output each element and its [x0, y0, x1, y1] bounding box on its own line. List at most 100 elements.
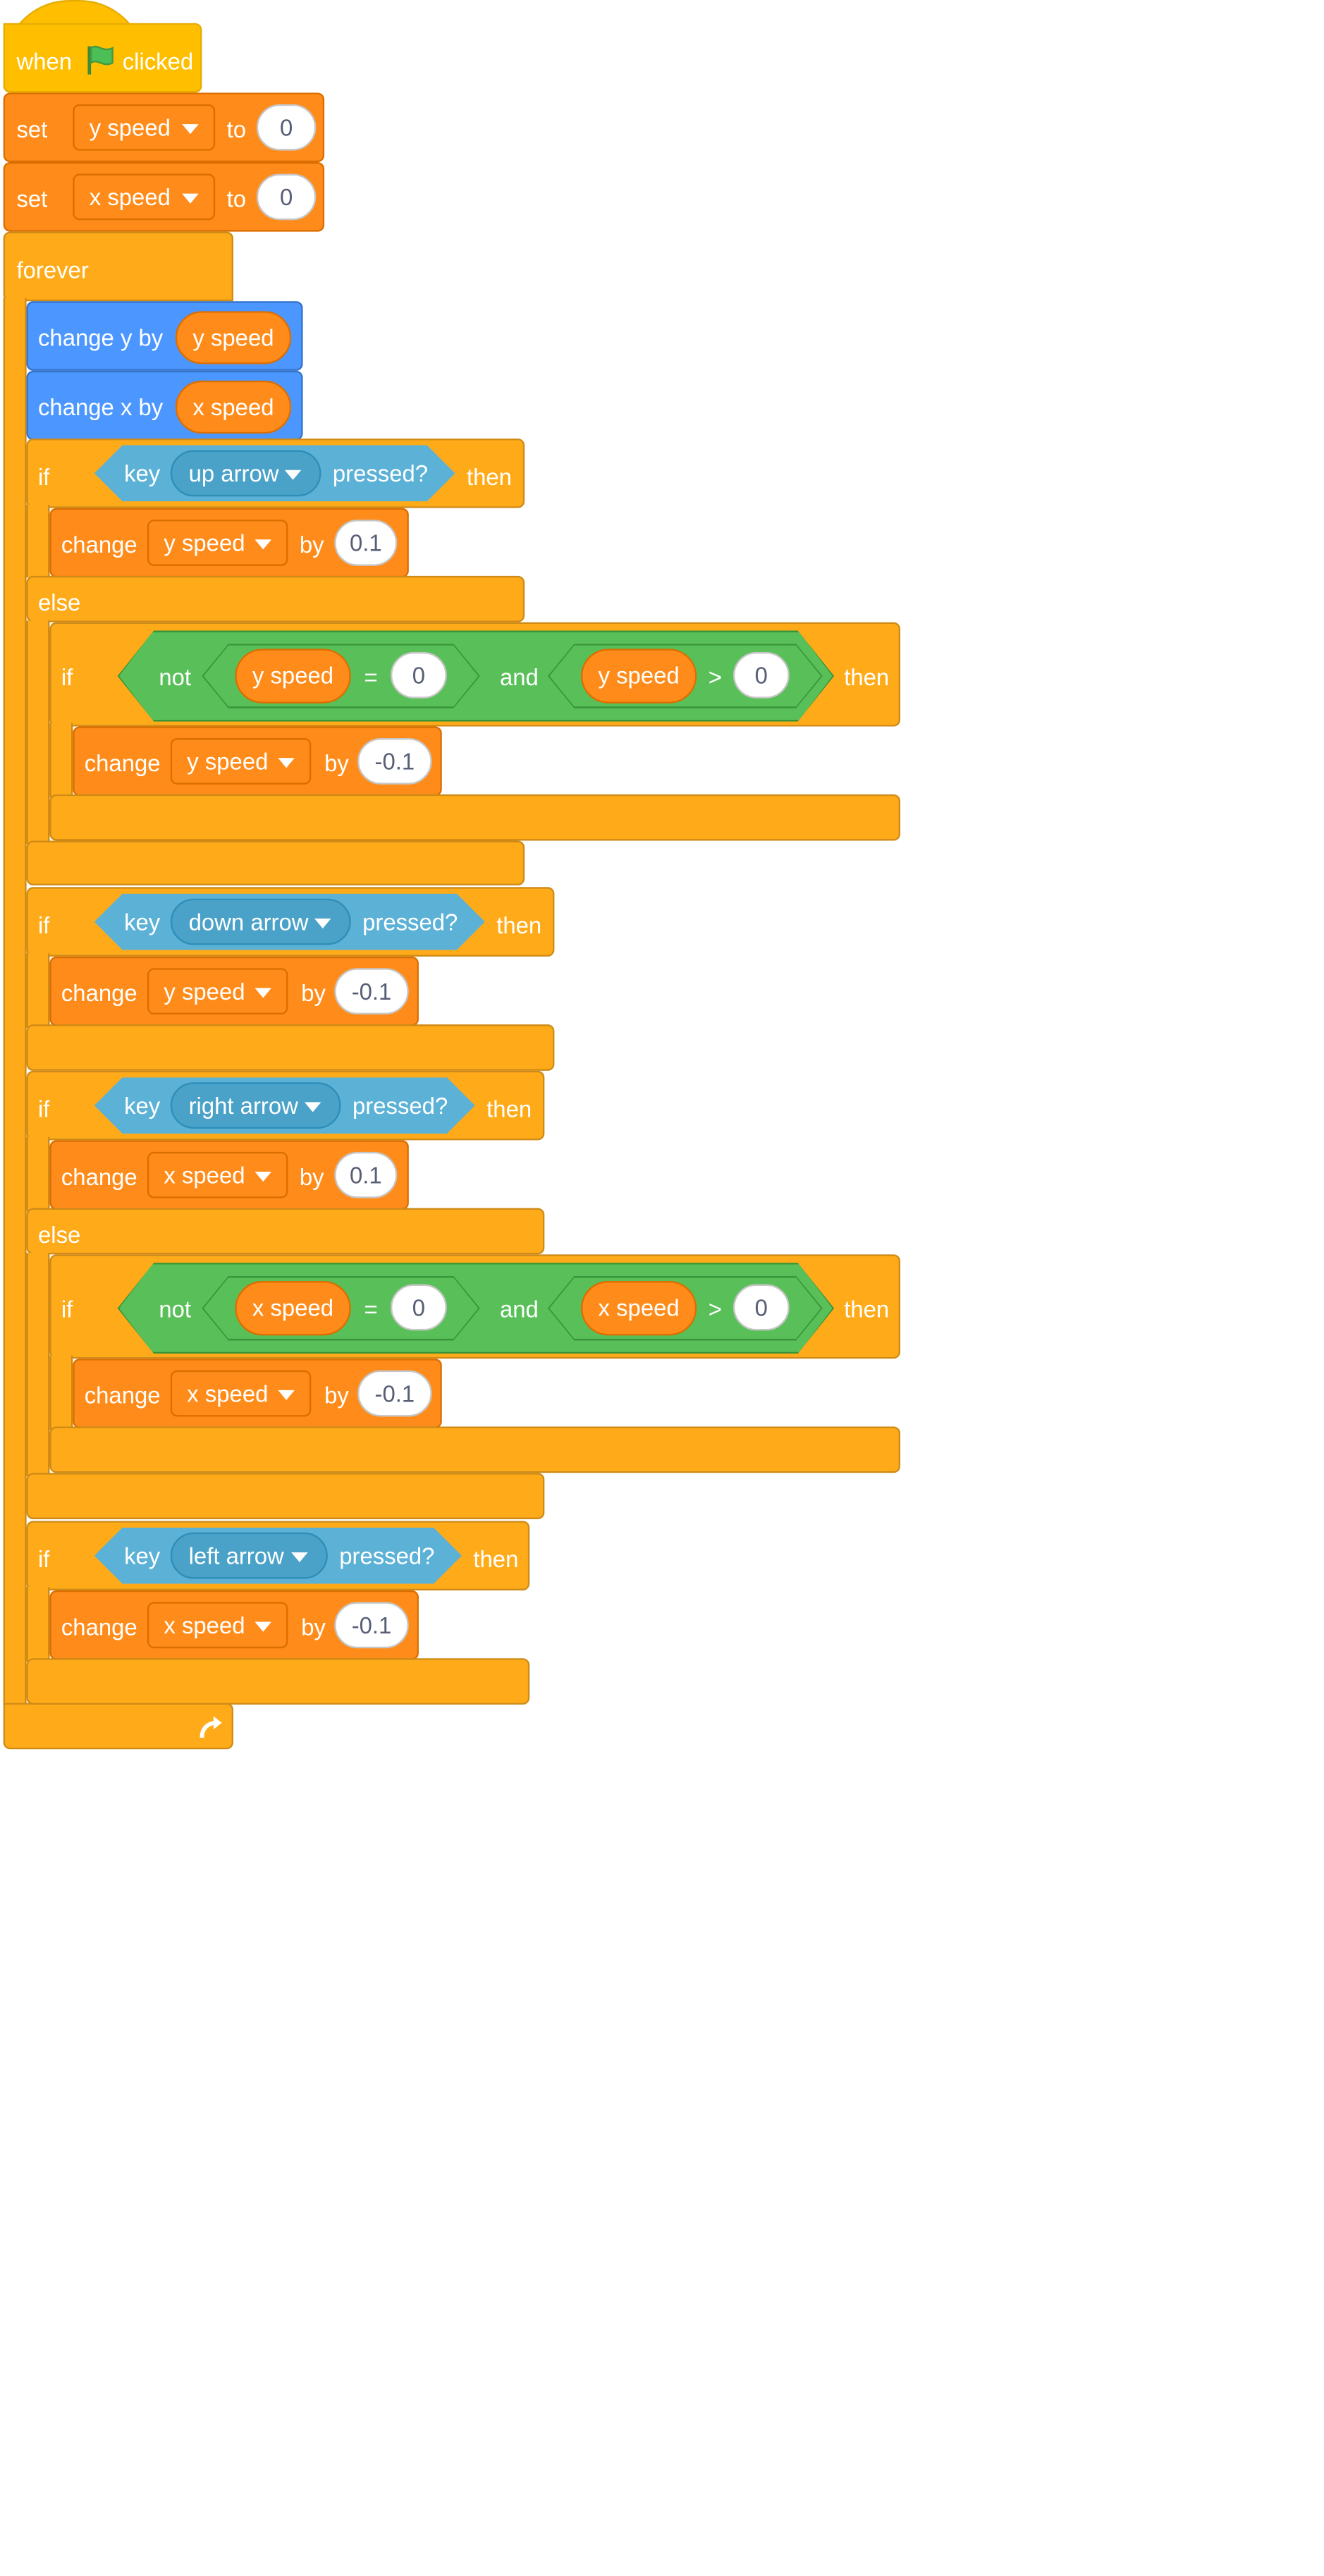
if-label: if [61, 663, 73, 690]
by-label: by [299, 1163, 324, 1190]
value-input[interactable]: 0 [256, 104, 317, 151]
greater-than-operator[interactable]: y speed > 0 [548, 644, 823, 709]
to-label: to [226, 116, 247, 142]
value-input[interactable]: 0 [733, 1284, 790, 1331]
if-label: if [37, 1096, 50, 1122]
value-input[interactable]: -0.1 [334, 1602, 409, 1649]
if-arm [26, 953, 50, 1028]
key-dropdown[interactable]: up arrow [171, 450, 321, 497]
set-variable-block[interactable]: set x speed to 0 [3, 162, 325, 232]
loop-arrow-icon [200, 1716, 222, 1738]
clicked-label: clicked [122, 48, 194, 75]
variable-dropdown[interactable]: y speed [170, 737, 312, 785]
if-block[interactable]: if not y speed = 0 and y speed > 0 then [49, 622, 901, 727]
if-block[interactable]: if key left arrow pressed? then [26, 1521, 530, 1590]
variable-reporter[interactable]: x speed [175, 380, 292, 434]
value-input[interactable]: 0 [733, 652, 790, 699]
equals-label: = [364, 1296, 378, 1323]
value-input[interactable]: -0.1 [357, 1370, 432, 1417]
value-input[interactable]: -0.1 [357, 737, 432, 785]
variable-reporter[interactable]: x speed [235, 1281, 350, 1335]
change-y-block[interactable]: change y by y speed [26, 301, 303, 371]
by-label: by [324, 1382, 349, 1409]
change-variable-block[interactable]: change x speed by -0.1 [49, 1590, 419, 1660]
variable-reporter[interactable]: y speed [235, 649, 350, 703]
key-dropdown[interactable]: down arrow [171, 899, 351, 945]
variable-dropdown[interactable]: x speed [147, 1602, 288, 1649]
if-arm [49, 723, 73, 798]
when-flag-clicked-block[interactable]: when clicked [3, 23, 202, 93]
key-dropdown[interactable]: right arrow [171, 1082, 341, 1129]
and-label: and [499, 1296, 539, 1323]
variable-dropdown[interactable]: y speed [73, 104, 216, 151]
key-pressed-condition[interactable]: key down arrow pressed? [94, 894, 485, 950]
value-input[interactable]: 0 [256, 173, 317, 221]
else-arm [26, 620, 50, 845]
else-arm [26, 1253, 50, 1476]
change-variable-block[interactable]: change y speed by -0.1 [49, 956, 419, 1026]
if-arm [26, 504, 50, 578]
and-operator[interactable]: not x speed = 0 and x speed > 0 [118, 1263, 834, 1354]
to-label: to [226, 185, 247, 212]
equals-label: = [364, 663, 378, 690]
greater-than-operator[interactable]: x speed > 0 [548, 1276, 823, 1341]
and-operator[interactable]: not y speed = 0 and y speed > 0 [118, 630, 834, 721]
value-input[interactable]: 0.1 [334, 1151, 398, 1198]
then-label: then [473, 1545, 519, 1573]
forever-label: forever [16, 256, 89, 283]
variable-dropdown[interactable]: x speed [170, 1370, 312, 1417]
else-label: else [37, 1221, 81, 1249]
value-input[interactable]: 0 [391, 652, 447, 699]
variable-dropdown[interactable]: y speed [147, 968, 288, 1015]
pressed-label: pressed? [353, 1092, 448, 1119]
variable-dropdown[interactable]: y speed [147, 520, 288, 566]
by-label: by [301, 1613, 326, 1640]
if-label: if [37, 463, 50, 490]
value-input[interactable]: 0 [391, 1284, 447, 1331]
if-arm [26, 1587, 50, 1662]
change-y-label: change y by [37, 324, 164, 351]
if-else-block[interactable]: if key up arrow pressed? then [26, 438, 525, 508]
variable-reporter[interactable]: y speed [581, 649, 697, 703]
change-variable-block[interactable]: change x speed by 0.1 [49, 1140, 409, 1210]
if-block[interactable]: if key down arrow pressed? then [26, 887, 555, 957]
if-label: if [37, 912, 50, 939]
else-section: else [26, 575, 525, 622]
equals-operator[interactable]: y speed = 0 [202, 644, 479, 709]
set-label: set [16, 116, 48, 142]
variable-dropdown[interactable]: x speed [73, 173, 216, 221]
key-dropdown[interactable]: left arrow [171, 1533, 328, 1579]
equals-operator[interactable]: x speed = 0 [202, 1276, 479, 1341]
by-label: by [299, 531, 324, 558]
change-label: change [61, 1613, 137, 1640]
value-input[interactable]: 0.1 [334, 520, 398, 566]
pressed-label: pressed? [339, 1542, 435, 1569]
key-pressed-condition[interactable]: key left arrow pressed? [94, 1528, 462, 1584]
change-variable-block[interactable]: change y speed by 0.1 [49, 508, 409, 578]
if-label: if [37, 1545, 50, 1573]
variable-reporter[interactable]: y speed [175, 311, 292, 364]
if-bottom [49, 1426, 901, 1473]
key-pressed-condition[interactable]: key up arrow pressed? [94, 445, 455, 501]
key-label: key [124, 460, 161, 487]
if-arm [26, 1136, 50, 1212]
variable-reporter[interactable]: x speed [581, 1281, 697, 1335]
change-variable-block[interactable]: change x speed by -0.1 [73, 1358, 442, 1428]
change-variable-block[interactable]: change y speed by -0.1 [73, 726, 442, 797]
key-pressed-condition[interactable]: key right arrow pressed? [94, 1077, 475, 1134]
if-else-block[interactable]: if key right arrow pressed? then [26, 1070, 545, 1141]
forever-arm [3, 298, 27, 1705]
change-label: change [61, 979, 137, 1007]
else-label: else [37, 589, 81, 616]
key-label: key [124, 1542, 161, 1569]
value-input[interactable]: -0.1 [334, 968, 409, 1015]
forever-block[interactable]: forever [3, 231, 233, 302]
change-x-block[interactable]: change x by x speed [26, 370, 303, 441]
if-block[interactable]: if not x speed = 0 and x speed > 0 then [49, 1254, 901, 1359]
variable-dropdown[interactable]: x speed [147, 1151, 288, 1198]
greater-than-label: > [708, 1296, 722, 1323]
change-label: change [61, 531, 137, 558]
if-else-bottom [26, 840, 525, 885]
set-variable-block[interactable]: set y speed to 0 [3, 92, 325, 163]
